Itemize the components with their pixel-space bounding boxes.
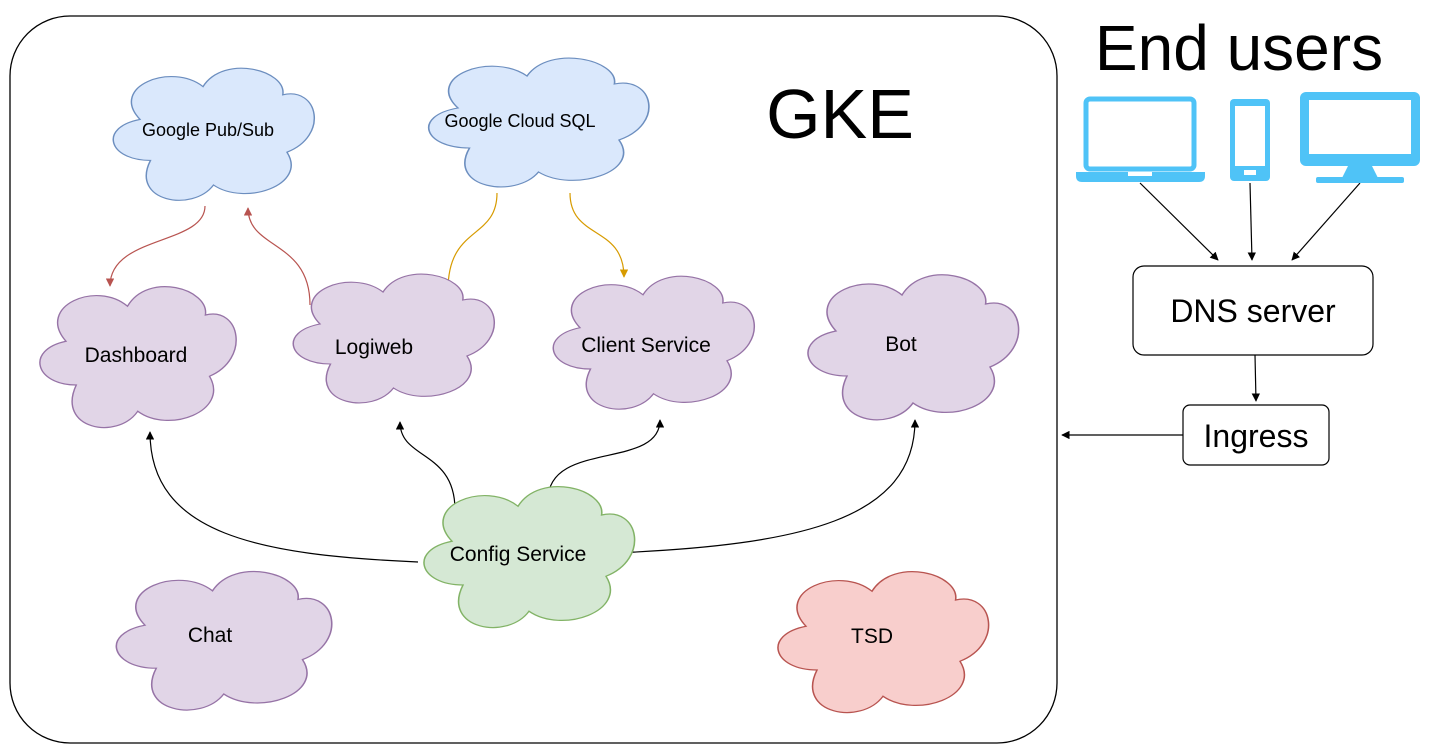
dns-server-label: DNS server: [1170, 293, 1336, 329]
client-service-label: Client Service: [581, 334, 711, 357]
edge-config-to-logiweb: [395, 421, 456, 511]
pubsub-label: Google Pub/Sub: [142, 120, 274, 140]
edge-cloudsql-to-client: [569, 192, 629, 278]
edge-phone-to-dns: [1247, 182, 1257, 261]
edge-config-to-client: [547, 419, 665, 501]
tsd-label: TSD: [851, 625, 893, 648]
edge-monitor-to-dns: [1291, 182, 1361, 261]
dns-server-box: DNS server: [1132, 265, 1374, 356]
ingress-label: Ingress: [1204, 418, 1309, 454]
gke-cluster-boundary: [9, 15, 1058, 744]
edge-dns-to-ingress: [1251, 354, 1261, 402]
cloudsql-label: Google Cloud SQL: [444, 111, 595, 131]
edges: [105, 182, 1361, 563]
edge-laptop-to-dns: [1139, 182, 1219, 261]
edge-cloudsql-to-logiweb: [443, 192, 498, 291]
tsd-cloud: TSD: [776, 570, 990, 714]
bot-cloud: Bot: [806, 273, 1020, 421]
dashboard-cloud: Dashboard: [38, 285, 238, 429]
gke-title: GKE: [766, 75, 914, 153]
config-service-label: Config Service: [450, 543, 587, 566]
cloudsql-cloud: Google Cloud SQL: [427, 56, 651, 189]
laptop-icon: [1076, 96, 1205, 182]
edge-config-to-bot: [614, 419, 920, 554]
chat-cloud: Chat: [115, 570, 333, 712]
ingress-box: Ingress: [1182, 404, 1330, 466]
edge-logiweb-to-pubsub: [243, 207, 311, 306]
edge-config-to-dashboard: [145, 431, 419, 563]
bot-label: Bot: [885, 333, 917, 356]
config-service-cloud: Config Service: [422, 485, 636, 629]
logiweb-cloud: Logiweb: [292, 273, 496, 404]
client-service-cloud: Client Service: [552, 275, 756, 411]
edge-pubsub-to-dashboard: [105, 205, 206, 287]
logiweb-label: Logiweb: [335, 336, 413, 359]
dashboard-label: Dashboard: [85, 344, 188, 367]
end-users-title: End users: [1095, 12, 1383, 84]
phone-icon: [1230, 99, 1270, 181]
pubsub-cloud: Google Pub/Sub: [112, 67, 316, 202]
monitor-icon: [1300, 92, 1420, 183]
chat-label: Chat: [188, 624, 233, 647]
